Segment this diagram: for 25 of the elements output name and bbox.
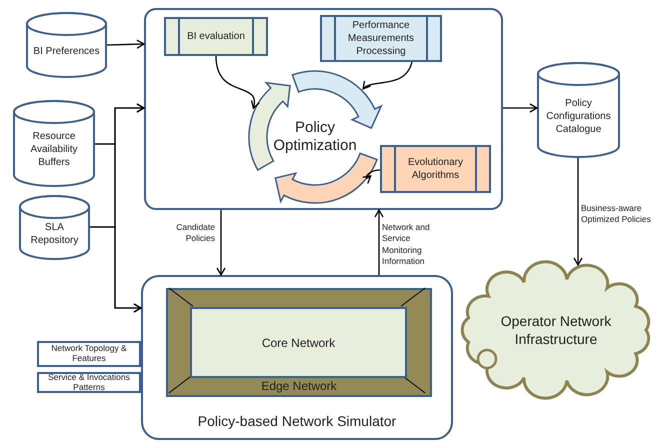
arrow (362, 169, 380, 184)
database-cylinder: Policy Configurations Catalogue (537, 62, 620, 158)
cycle-label: Policy Optimization (272, 119, 358, 155)
arrow (362, 62, 413, 90)
database-cylinder: BI Preferences (26, 12, 107, 78)
arrow (503, 103, 538, 113)
component-container (144, 8, 503, 210)
core-box: Core Network (190, 307, 407, 378)
arrow (573, 158, 583, 266)
arrow (215, 56, 260, 109)
database-cylinder: SLA Repository (19, 195, 90, 260)
arrow (374, 209, 384, 275)
arrow (216, 210, 226, 276)
process-box: Performance Measurements Processing (320, 15, 442, 62)
input-box: Network Topology & Features (37, 341, 141, 367)
cloud-label: Operator Network Infrastructure (500, 312, 612, 348)
arrow (106, 40, 145, 49)
database-cylinder: Resource Availability Buffers (13, 100, 95, 187)
process-box: BI evaluation (164, 17, 268, 56)
simulator-title: Policy-based Network Simulator (198, 412, 396, 430)
arrow (90, 226, 142, 313)
input-box: Service & Invocations Patterns (37, 372, 141, 393)
frame-label: Edge Network (260, 379, 338, 395)
process-box: Evolutionary Algorithms (380, 145, 491, 193)
simulator-container (141, 275, 453, 440)
